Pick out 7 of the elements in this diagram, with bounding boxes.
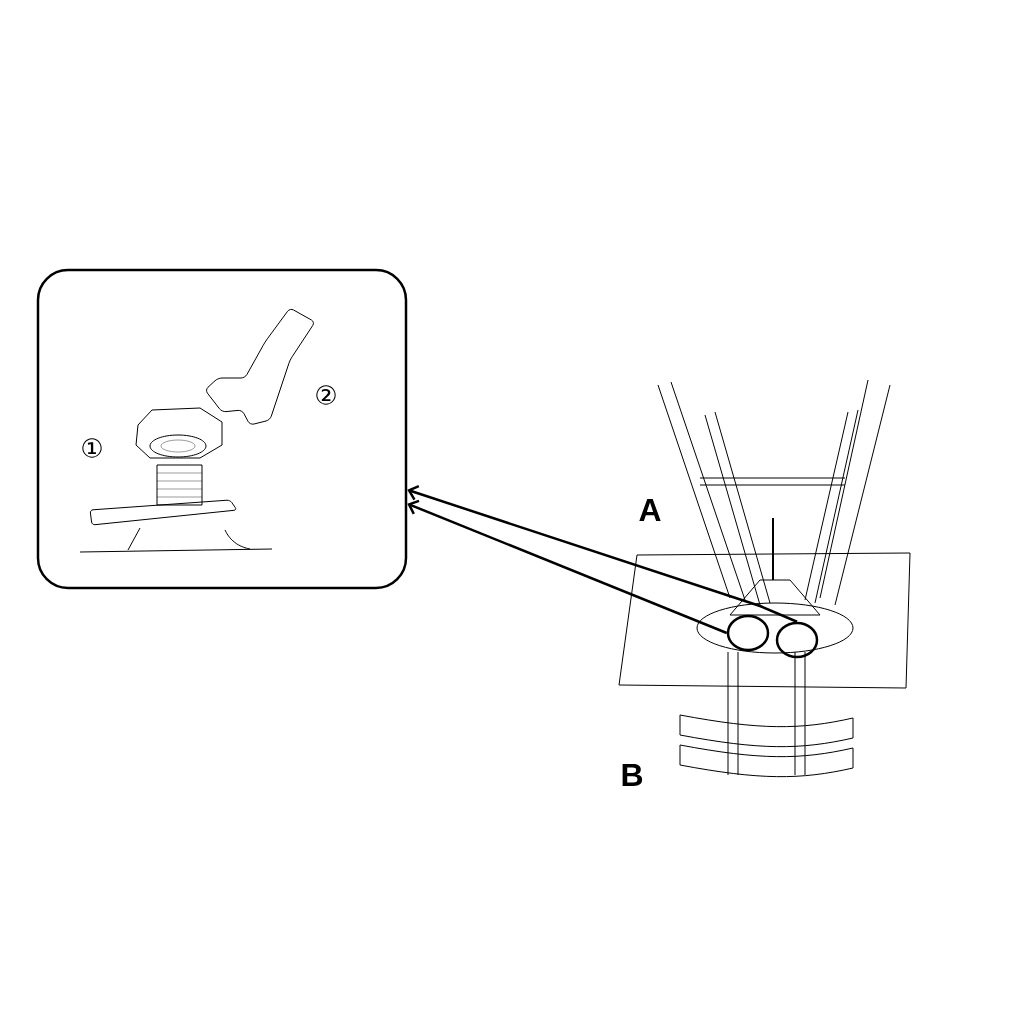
part-label: A: [639, 499, 661, 521]
highlight-circle: [726, 614, 770, 652]
part-label: B: [622, 764, 643, 786]
arrow: [407, 499, 728, 635]
highlight-circle: [775, 621, 819, 659]
callout-number: ②: [316, 385, 336, 405]
callout-number: ①: [82, 438, 102, 458]
